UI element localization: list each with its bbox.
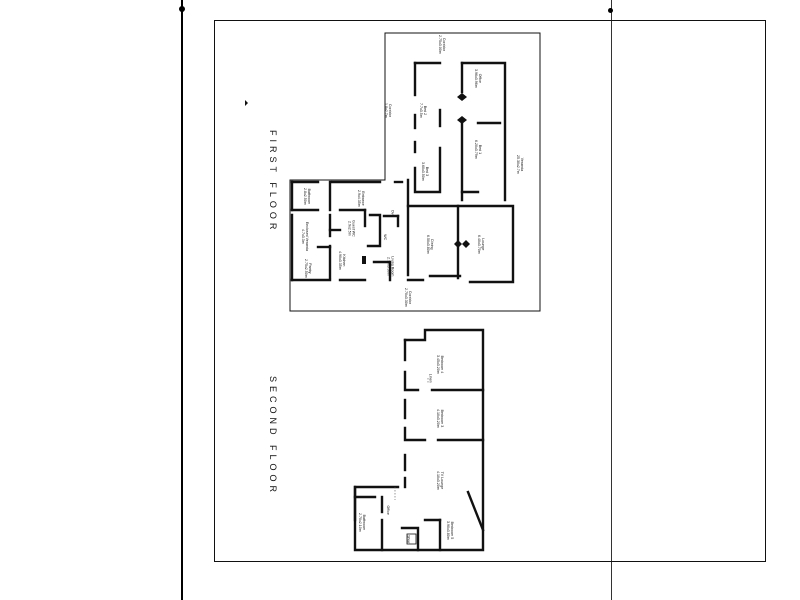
double-door-marker: [462, 240, 470, 248]
room-label-office-2: Office: [385, 505, 390, 515]
double-door-marker: [457, 116, 467, 124]
double-door-marker: [457, 93, 467, 101]
wall-markers: [245, 93, 470, 545]
double-door-marker: [454, 240, 462, 248]
wall: [403, 426, 427, 442]
wall: [372, 260, 392, 282]
wall: [413, 146, 442, 194]
fireplace-marker: [362, 256, 366, 264]
room-label-linen: Linen: [428, 373, 433, 383]
scan-mark-top-left: [179, 6, 185, 12]
wall: [366, 213, 382, 248]
room-label-ov: Ov: [390, 209, 395, 215]
scan-edge-left: [181, 0, 183, 600]
wall: [403, 370, 420, 392]
wall: [400, 526, 420, 552]
wall: [406, 204, 515, 284]
margin-arrow: [245, 100, 248, 106]
room-label-wc: WC: [383, 234, 388, 241]
scan-mark-top-right: [608, 8, 613, 13]
wall: [466, 490, 485, 532]
first-floor-outline: [289, 32, 541, 312]
wall: [460, 61, 507, 202]
scan-edge-right: [611, 0, 612, 600]
room-label-shower: Shwr: [406, 535, 411, 544]
shower-box: [406, 533, 417, 545]
drawing-frame: [214, 20, 766, 562]
